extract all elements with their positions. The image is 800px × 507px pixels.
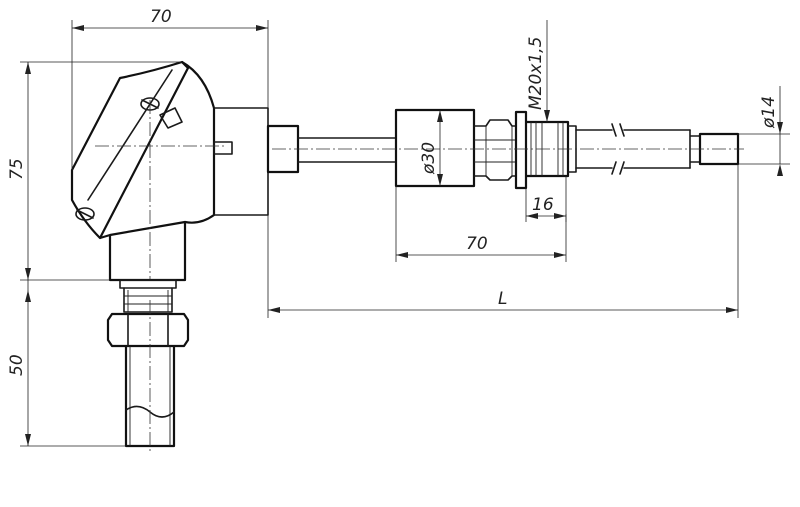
dimension-labels: 70 75 50 ø30 M20x1,5 16 70 L ø14 xyxy=(7,7,779,376)
dim-nipple-length: 50 xyxy=(7,354,27,376)
dim-thread-length: 16 xyxy=(532,195,554,215)
dim-head-width: 70 xyxy=(150,7,172,27)
horizontal-probe xyxy=(266,108,744,190)
dim-fitting-length: 70 xyxy=(466,234,488,254)
dim-head-height: 75 xyxy=(7,158,27,180)
dim-probe-length: L xyxy=(498,289,507,309)
dimension-lines xyxy=(20,20,790,447)
connection-head xyxy=(70,60,269,282)
dim-probe-diameter: ø14 xyxy=(759,96,779,129)
dim-sleeve-diameter: ø30 xyxy=(419,142,439,175)
dim-thread: M20x1,5 xyxy=(526,37,546,110)
vertical-nipple xyxy=(106,279,190,452)
